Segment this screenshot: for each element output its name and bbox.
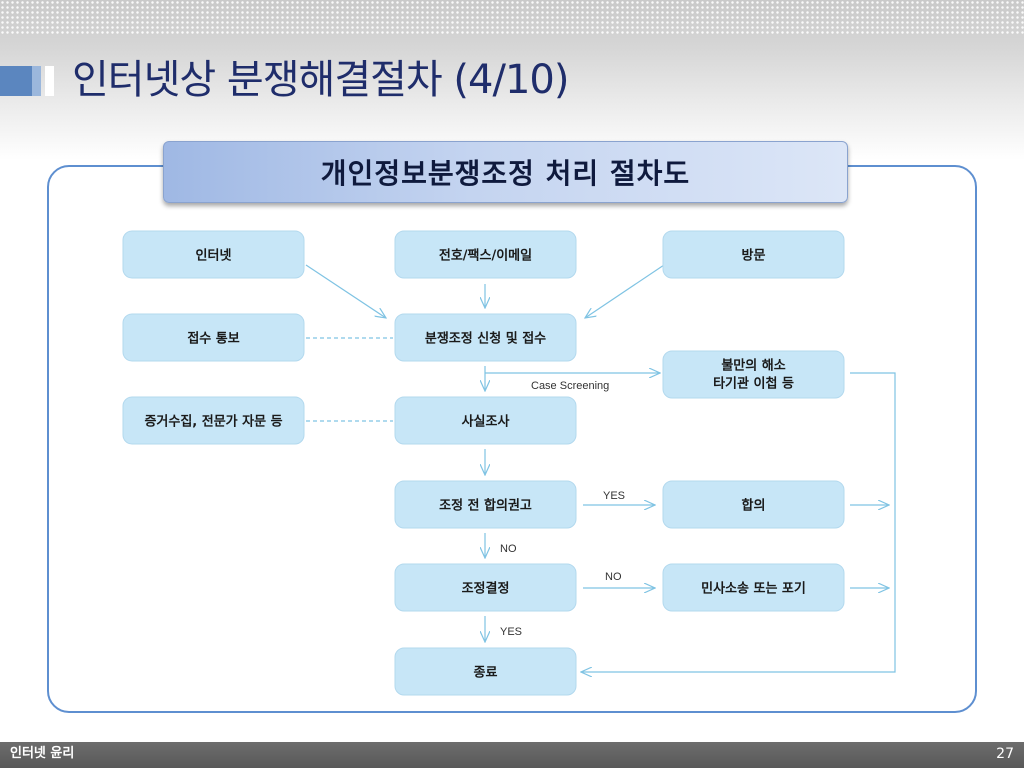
header-band [0,0,1024,160]
node-label: 합의 [742,498,766,514]
node-box [662,230,845,279]
edge-complaint-to-end [581,372,896,672]
node-box [394,647,577,696]
node-lawsuit: 민사소송 또는 포기 [662,563,845,612]
node-box [394,396,577,445]
node-fact: 사실조사 [394,396,577,445]
footer-bar: 인터넷 윤리 27 [0,742,1024,768]
node-label: 조정 전 합의권고 [439,498,532,514]
node-box [662,563,845,612]
node-label: 민사소송 또는 포기 [701,581,806,597]
node-phone: 전호/팩스/이메일 [394,230,577,279]
edge-label-yes: YES [603,490,625,502]
edge-label-yes: YES [500,626,522,638]
node-box [122,230,305,279]
node-label: 조정결정 [462,581,510,597]
node-box [394,230,577,279]
header-dot-pattern [0,0,1024,36]
node-agree: 합의 [662,480,845,529]
edge-label-case-screening: Case Screening [531,380,609,392]
node-label: 증거수집, 전문가 자문 등 [144,414,282,430]
node-box [394,563,577,612]
node-decision: 조정결정 [394,563,577,612]
footer-course-name: 인터넷 윤리 [10,746,75,761]
edge-internet-to-apply [305,264,386,318]
node-end: 종료 [394,647,577,696]
edge-label-no: NO [500,543,517,555]
title-accent-bar-white [45,66,54,96]
node-internet: 인터넷 [122,230,305,279]
edge-visit-to-apply [585,264,665,318]
page-number: 27 [996,746,1014,762]
node-box [394,313,577,362]
node-visit: 방문 [662,230,845,279]
node-label: 인터넷 [196,248,232,264]
node-box [394,480,577,529]
node-label: 분쟁조정 신청 및 접수 [425,331,546,347]
node-box [122,396,305,445]
title-accent-bar [0,66,32,96]
node-box [662,350,845,399]
node-label: 방문 [742,248,766,264]
diagram-title: 개인정보분쟁조정 처리 절차도 [163,141,848,203]
node-label: 종료 [474,666,498,681]
slide-title: 인터넷상 분쟁해결절차 (4/10) [72,57,569,103]
node-notice: 접수 통보 [122,313,305,362]
title-accent-bar-light [32,66,41,96]
node-label: 사실조사 [462,414,510,430]
node-evidence: 증거수집, 전문가 자문 등 [122,396,305,445]
node-label-line2: 타기관 이첩 등 [713,376,794,392]
node-label: 불만의 해소 [721,358,785,374]
edge-label-no: NO [605,571,622,583]
node-box [662,480,845,529]
node-apply: 분쟁조정 신청 및 접수 [394,313,577,362]
node-box [122,313,305,362]
node-label: 전호/팩스/이메일 [439,248,532,264]
node-label: 접수 통보 [187,331,239,347]
node-recommend: 조정 전 합의권고 [394,480,577,529]
